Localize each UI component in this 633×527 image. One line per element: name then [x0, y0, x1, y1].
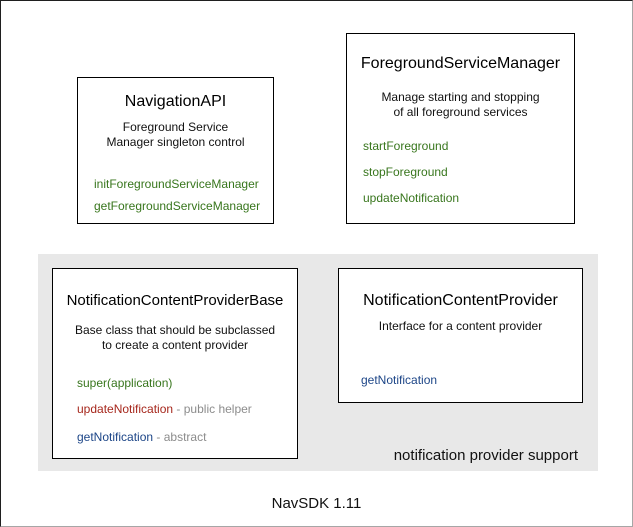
- method-list: super(application) updateNotification - …: [77, 375, 297, 445]
- method-list: initForegroundServiceManager getForegrou…: [94, 176, 273, 214]
- method-name: super(application): [77, 376, 173, 390]
- method-init-foreground-service-manager: initForegroundServiceManager: [94, 176, 273, 192]
- method-name: getNotification: [361, 373, 438, 387]
- method-get-foreground-service-manager: getForegroundServiceManager: [94, 198, 273, 214]
- method-name: getForegroundServiceManager: [94, 199, 261, 213]
- class-box-navigation-api: NavigationAPI Foreground Service Manager…: [77, 77, 274, 224]
- class-box-notification-content-provider: NotificationContentProvider Interface fo…: [338, 268, 583, 403]
- method-update-notification: updateNotification: [363, 190, 574, 206]
- group-caption: notification provider support: [393, 447, 578, 464]
- method-start-foreground: startForeground: [363, 138, 574, 154]
- class-title: NotificationContentProvider: [363, 292, 558, 309]
- class-description: Foreground Service Manager singleton con…: [106, 120, 245, 149]
- class-description: Base class that should be subclassed to …: [74, 323, 276, 352]
- method-name: initForegroundServiceManager: [94, 177, 259, 191]
- method-update-notification: updateNotification - public helper: [77, 401, 297, 417]
- class-box-notification-content-provider-base: NotificationContentProviderBase Base cla…: [52, 268, 298, 459]
- method-get-notification: getNotification - abstract: [77, 429, 297, 445]
- sdk-version-caption: NavSDK 1.11: [271, 495, 362, 512]
- class-description: Interface for a content provider: [378, 319, 543, 333]
- method-name: startForeground: [363, 139, 449, 153]
- method-annotation: - public helper: [176, 402, 252, 416]
- class-box-foreground-service-manager: ForegroundServiceManager Manage starting…: [346, 33, 575, 224]
- method-super-application: super(application): [77, 375, 297, 391]
- method-name: stopForeground: [363, 165, 448, 179]
- method-list: startForeground stopForeground updateNot…: [363, 138, 574, 206]
- method-stop-foreground: stopForeground: [363, 164, 574, 180]
- method-name: getNotification: [77, 430, 154, 444]
- class-title: NavigationAPI: [124, 93, 227, 110]
- method-name: updateNotification: [77, 402, 174, 416]
- method-list: getNotification: [361, 372, 582, 388]
- class-description: Manage starting and stopping of all fore…: [381, 90, 540, 119]
- method-name: updateNotification: [363, 191, 460, 205]
- method-annotation: - abstract: [156, 430, 207, 444]
- class-title: ForegroundServiceManager: [360, 55, 561, 72]
- method-get-notification: getNotification: [361, 372, 582, 388]
- class-title: NotificationContentProviderBase: [66, 292, 284, 309]
